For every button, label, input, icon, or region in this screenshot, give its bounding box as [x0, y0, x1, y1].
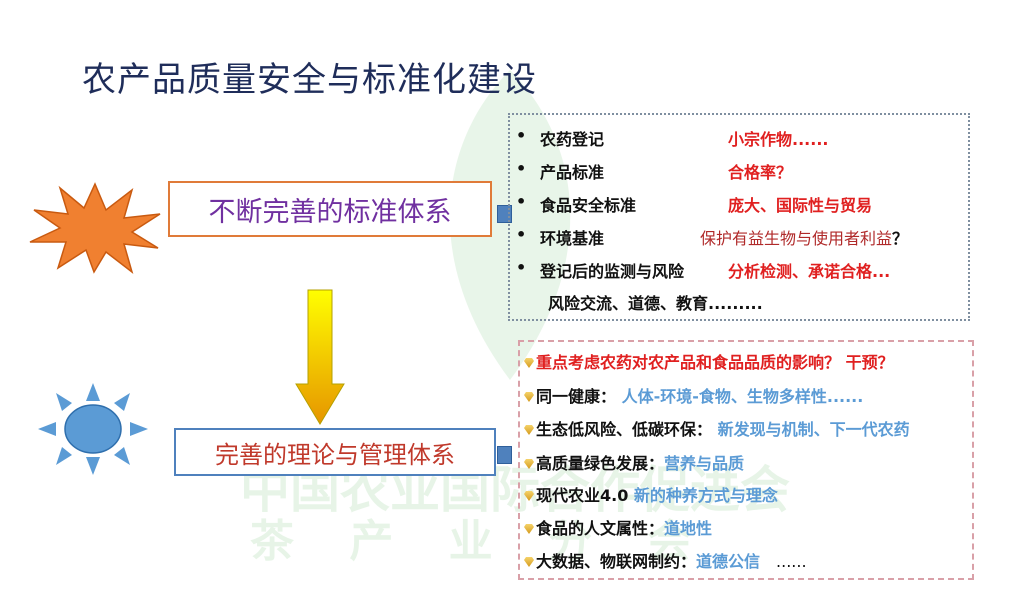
item-label: 环境基准: [540, 229, 605, 248]
theory-details-box: [518, 340, 974, 580]
item-label: 重点考虑农药对农产品和食品品质的影响？ 干预？: [536, 353, 894, 372]
item-label: 登记后的监测与风险: [540, 262, 685, 281]
standards-details-box: [508, 113, 970, 321]
item-note: 庞大、国际性与贸易: [728, 196, 873, 215]
gem-bullet-icon: [524, 557, 534, 567]
item-note: 新的种养方式与理念: [628, 486, 778, 505]
gem-bullet-icon: [524, 392, 534, 402]
item-label: 同一健康：: [536, 387, 617, 406]
sun-icon: [38, 383, 148, 475]
gem-bullet-icon: [524, 459, 534, 469]
item-note: 新发现与机制、下一代农药: [712, 420, 910, 439]
page-title: 农产品质量安全与标准化建设: [82, 60, 537, 100]
item-label: 食品安全标准: [540, 196, 637, 215]
item-label: 现代农业4.0: [536, 486, 629, 505]
star-burst-icon: [29, 182, 161, 274]
item-extra: 风险交流、道德、教育.........: [548, 294, 763, 313]
item-label: 农药登记: [540, 130, 605, 149]
item-note: 道德公信: [696, 552, 761, 571]
item-note: 分析检测、承诺合格...: [728, 262, 891, 281]
item-label: 食品的人文属性：: [536, 519, 665, 538]
theory-management-box: 完善的理论与管理体系: [174, 428, 496, 476]
gem-bullet-icon: [524, 491, 534, 501]
gem-bullet-icon: [524, 425, 534, 435]
item-label: 生态低风险、低碳环保：: [536, 420, 713, 439]
item-note: 人体-环境-食物、生物多样性......: [616, 387, 864, 406]
item-trail: ......: [776, 552, 807, 571]
gem-bullet-icon: [524, 524, 534, 534]
bullet: •: [516, 126, 527, 145]
gem-bullet-icon: [524, 358, 534, 368]
standards-system-box: 不断完善的标准体系: [168, 181, 492, 237]
connector-square: [497, 446, 512, 464]
theory-management-label: 完善的理论与管理体系: [215, 440, 455, 469]
item-note: 营养与品质: [664, 454, 745, 473]
item-note-suffix: ？: [892, 229, 909, 248]
down-arrow-icon: [295, 289, 345, 425]
item-note: 保护有益生物与使用者利益: [700, 229, 893, 248]
item-label: 高质量绿色发展：: [536, 454, 665, 473]
standards-system-label: 不断完善的标准体系: [208, 196, 452, 228]
item-note: 合格率？: [728, 163, 793, 182]
item-label: 大数据、物联网制约：: [536, 552, 697, 571]
item-note: 道地性: [664, 519, 713, 538]
watermark: 茶 产 业 分 会: [250, 516, 712, 567]
item-label: 产品标准: [540, 163, 605, 182]
item-note: 小宗作物......: [728, 130, 829, 149]
